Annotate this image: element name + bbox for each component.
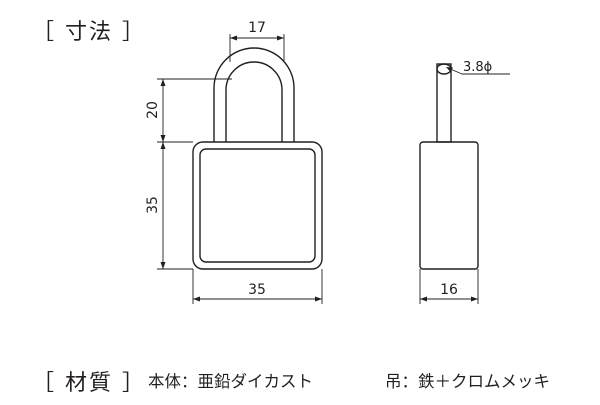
side-shackle-pin (436, 63, 452, 143)
material-shackle-text: 吊：鉄＋クロムメッキ (385, 372, 550, 391)
label-body-height: 35 (145, 196, 161, 214)
arrow-bw-right (315, 296, 322, 302)
label-shackle-height: 20 (145, 101, 161, 119)
label-shackle-diameter: 3.8ϕ (463, 60, 492, 75)
material-body-text: 本体：亜鉛ダイカスト (148, 372, 313, 391)
front-shackle-outer (213, 47, 295, 142)
front-body-inner (199, 148, 316, 263)
label-body-width: 35 (248, 282, 266, 298)
dimensions-section-title: ［ 寸法 ］ (32, 20, 146, 45)
arrow-sw-left (230, 35, 237, 41)
materials-section-title: ［ 材質 ］ (32, 371, 146, 396)
front-body-outer (192, 141, 323, 270)
arrow-st-right (471, 296, 478, 302)
arrow-bh-bottom (160, 262, 166, 269)
arrow-bw-left (193, 296, 200, 302)
arrow-bh-top (160, 142, 166, 149)
front-shackle-inner (225, 61, 283, 142)
arrow-sh-top (160, 79, 166, 86)
arrow-st-left (420, 296, 427, 302)
arrow-diameter (446, 67, 453, 72)
side-body (419, 141, 479, 270)
arrow-sh-bottom (160, 135, 166, 142)
arrow-sw-right (277, 35, 284, 41)
label-shackle-width: 17 (248, 20, 266, 36)
label-side-thickness: 16 (440, 282, 458, 298)
